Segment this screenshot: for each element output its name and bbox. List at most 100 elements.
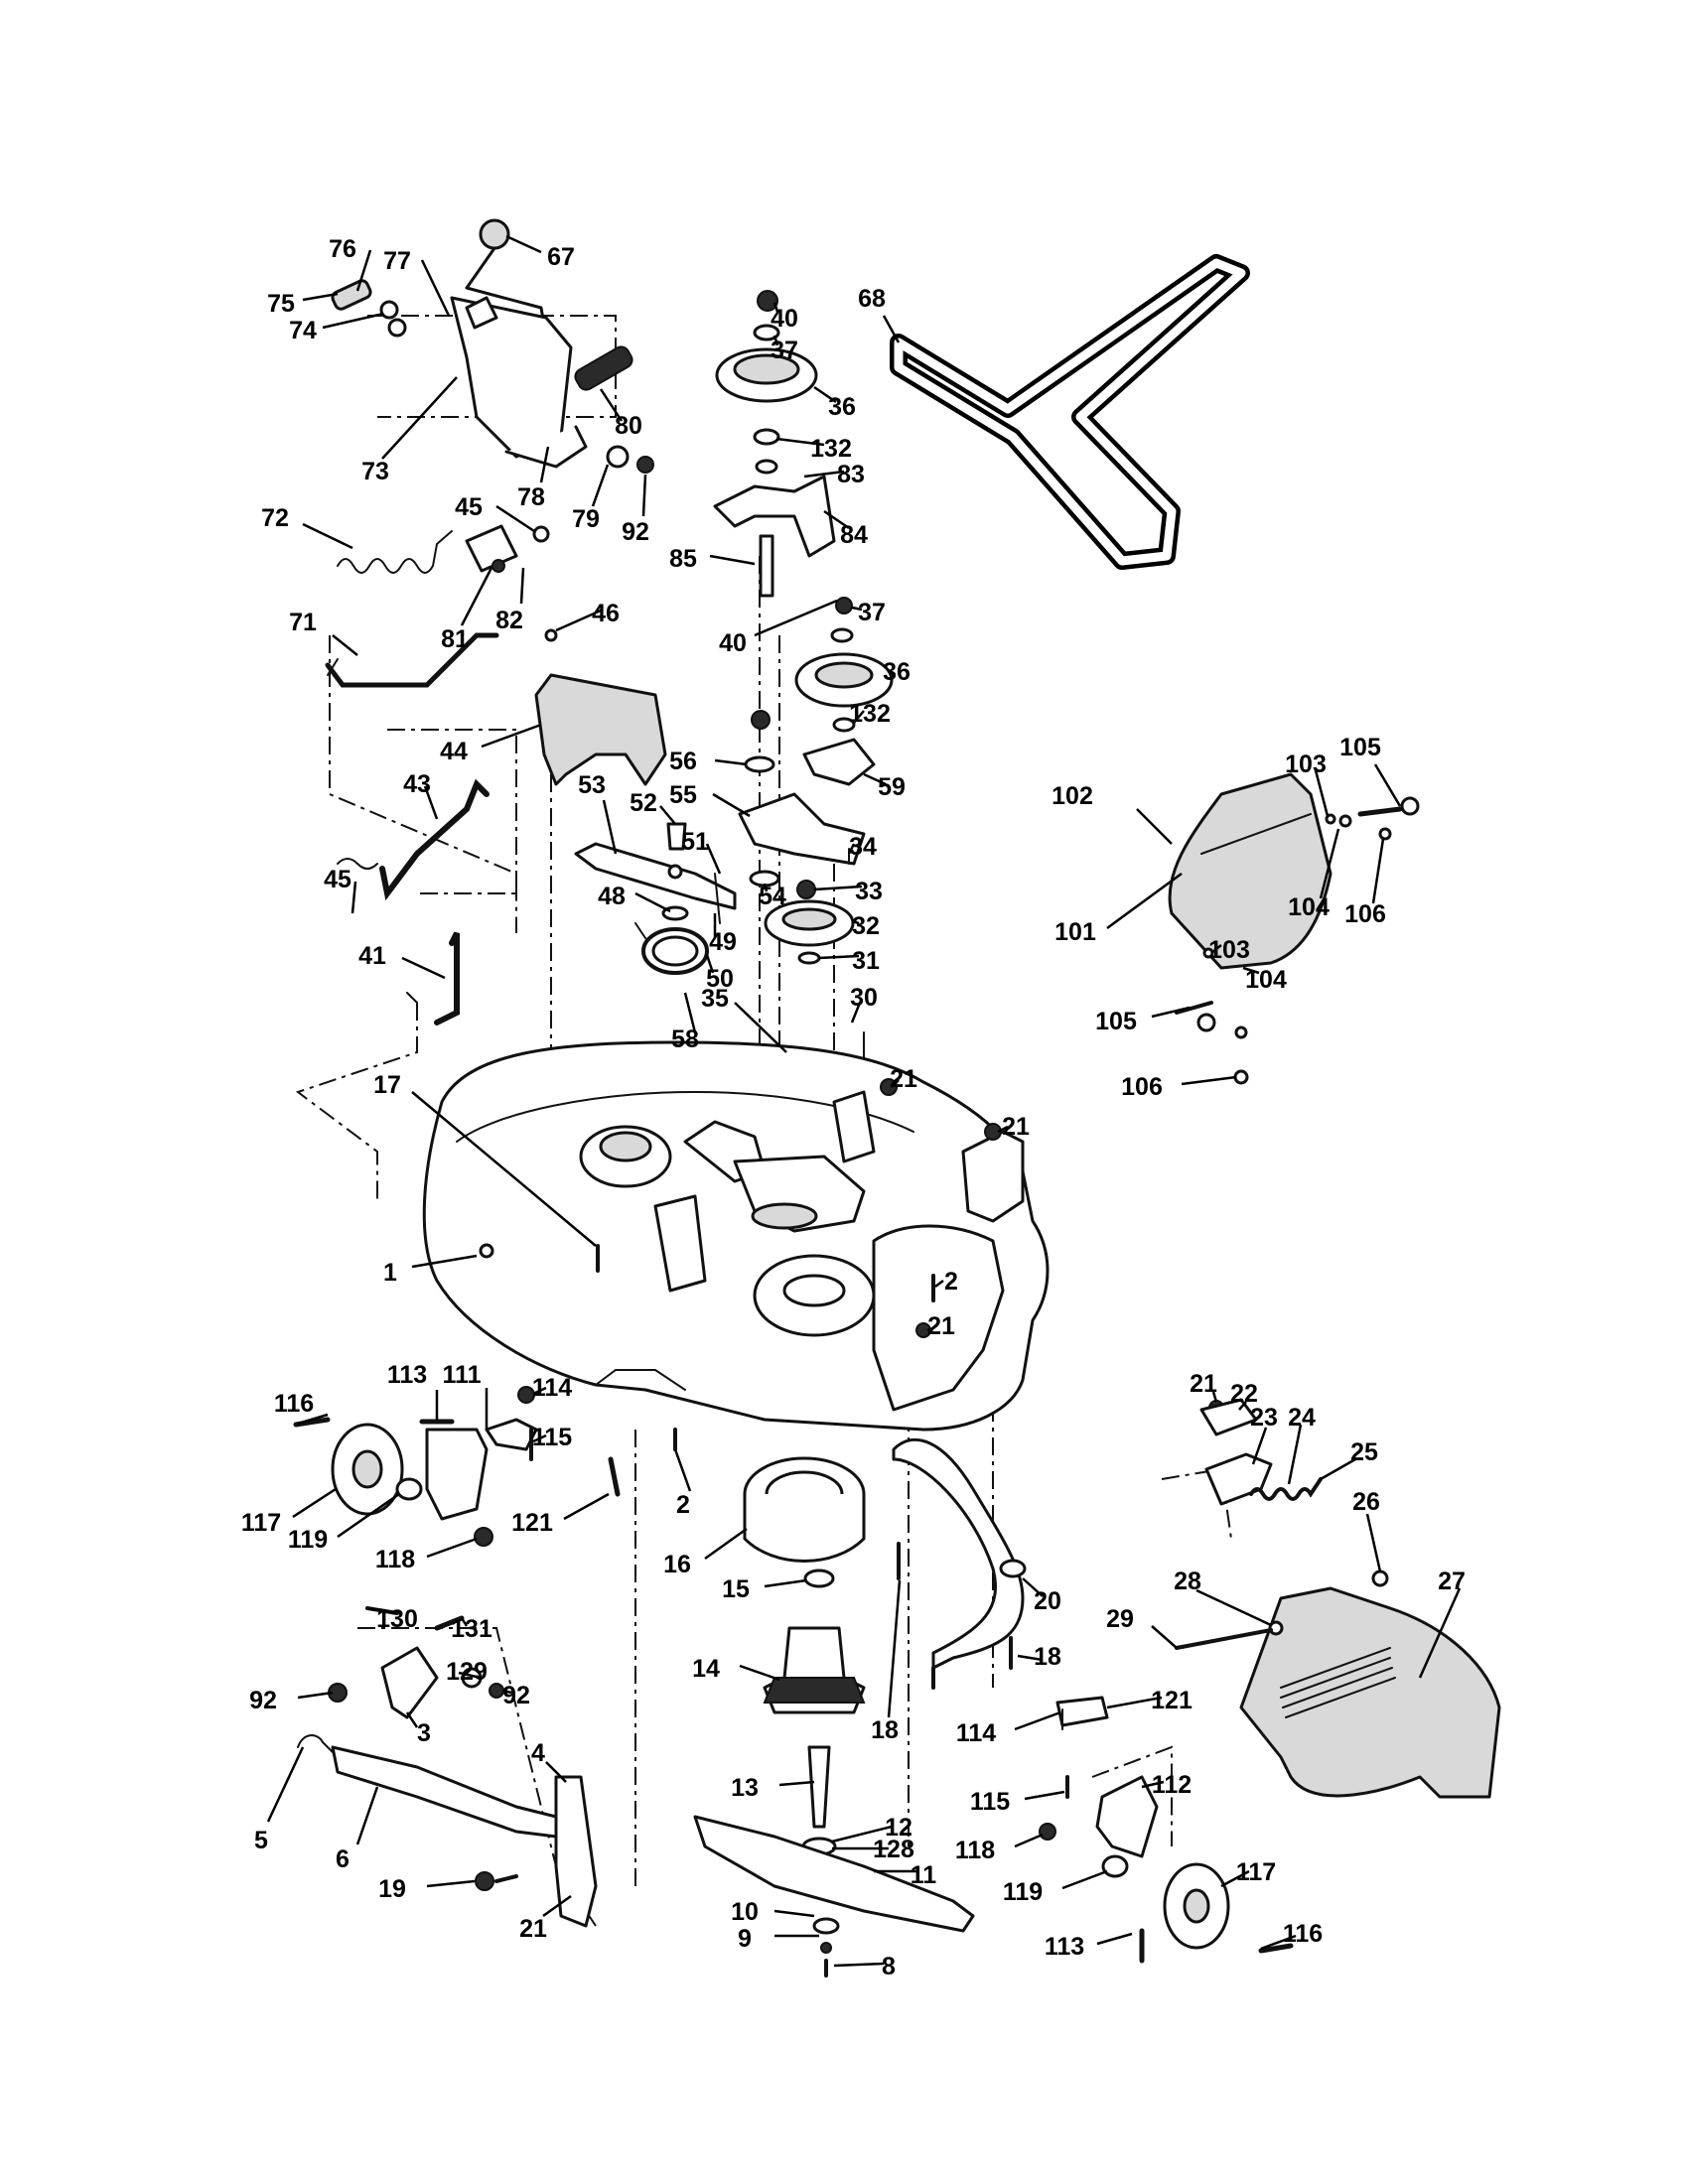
callout-18-bolt: 18 bbox=[871, 1716, 899, 1744]
leader-line-50 bbox=[705, 954, 715, 974]
leader-line-115 bbox=[532, 1433, 547, 1443]
leader-line-121 bbox=[563, 1492, 610, 1521]
callout-12-washer: 12 bbox=[885, 1814, 912, 1842]
callout-2-bolt: 2 bbox=[676, 1491, 690, 1519]
lift-lever-assembly bbox=[331, 218, 654, 474]
callout-17-bolt: 17 bbox=[373, 1071, 401, 1099]
leader-line-103 bbox=[1210, 944, 1222, 954]
leader-line-8 bbox=[833, 1962, 885, 1968]
leader-line-83 bbox=[803, 470, 845, 478]
callout-18-bolt: 18 bbox=[1034, 1643, 1061, 1671]
leader-line-4 bbox=[545, 1761, 567, 1783]
callout-115-bolt: 115 bbox=[532, 1424, 572, 1451]
callout-92-lock-nut: 92 bbox=[622, 518, 649, 546]
leader-line-106 bbox=[1371, 838, 1385, 904]
callout-21-lock-nut: 21 bbox=[890, 1065, 917, 1093]
leader-line-129 bbox=[458, 1671, 482, 1680]
callout-25-spring: 25 bbox=[1350, 1438, 1378, 1466]
leader-line-5 bbox=[266, 1746, 305, 1823]
callout-40-lock-nut: 40 bbox=[771, 305, 798, 333]
leader-line-75 bbox=[302, 292, 339, 302]
callout-5-hairpin-clip: 5 bbox=[254, 1827, 268, 1854]
callout-37-washer: 37 bbox=[771, 337, 798, 364]
leader-line-68 bbox=[882, 315, 901, 343]
leader-line-104 bbox=[1242, 966, 1260, 975]
callout-44-belt-guard: 44 bbox=[440, 738, 468, 765]
stabilizer-bracket bbox=[892, 1438, 1068, 1723]
lower-idler-stack bbox=[738, 597, 894, 887]
leader-line-41 bbox=[401, 956, 446, 980]
leader-line-24 bbox=[1287, 1424, 1303, 1485]
callout-131-bolt: 131 bbox=[451, 1615, 492, 1643]
callout-55-idler-arm: 55 bbox=[669, 781, 697, 809]
callout-50-torsion-spring: 50 bbox=[706, 965, 734, 993]
mower-belt bbox=[890, 254, 1250, 570]
mower-deck bbox=[422, 1040, 1050, 1432]
callout-119-washer: 119 bbox=[1003, 1878, 1043, 1906]
leader-line-3 bbox=[405, 1711, 419, 1728]
callout-22-bracket: 22 bbox=[1230, 1380, 1258, 1408]
callout-67-lift-lever-knob: 67 bbox=[547, 243, 575, 271]
leader-line-115 bbox=[1024, 1790, 1065, 1801]
callout-9-lock-washer: 9 bbox=[738, 1925, 752, 1953]
leader-line-104 bbox=[1319, 828, 1340, 899]
leader-line-15 bbox=[764, 1578, 807, 1588]
callout-85-bolt: 85 bbox=[669, 545, 697, 573]
leader-line-131 bbox=[460, 1617, 469, 1627]
leader-line-114 bbox=[1014, 1710, 1061, 1731]
callout-118-nut: 118 bbox=[955, 1837, 995, 1864]
callout-8-bolt: 8 bbox=[882, 1953, 896, 1980]
leader-line-116 bbox=[1260, 1934, 1297, 1951]
callout-21-lock-nut: 21 bbox=[1190, 1370, 1217, 1398]
leader-line-114 bbox=[532, 1386, 547, 1396]
callout-2-bolt: 2 bbox=[944, 1268, 958, 1296]
callout-58-spring: 58 bbox=[671, 1025, 699, 1053]
leader-line-36 bbox=[889, 669, 894, 676]
leader-line-52 bbox=[659, 805, 676, 825]
spring-and-rods bbox=[325, 524, 550, 688]
callout-79-spring-washer: 79 bbox=[572, 505, 600, 533]
callout-104-spring: 104 bbox=[1245, 966, 1287, 994]
callout-71-lift-rod: 71 bbox=[289, 609, 317, 636]
callout-83-washer: 83 bbox=[837, 461, 865, 488]
callout-20-stabilizer-bracket: 20 bbox=[1034, 1587, 1061, 1615]
leader-line-10 bbox=[773, 1909, 815, 1918]
leader-line-78 bbox=[539, 446, 550, 483]
leader-line-132 bbox=[775, 437, 825, 447]
leader-line-29 bbox=[1151, 1625, 1178, 1649]
leader-line-73 bbox=[381, 376, 458, 460]
callout-10-washer: 10 bbox=[731, 1898, 759, 1926]
callout-56-washer: 56 bbox=[669, 748, 697, 775]
leader-line-84 bbox=[823, 509, 850, 530]
leader-line-132 bbox=[853, 710, 865, 724]
callout-78-lever-plate: 78 bbox=[517, 483, 545, 511]
leader-line-59 bbox=[863, 772, 887, 786]
callout-6-front-link: 6 bbox=[336, 1845, 350, 1873]
callout-72-extension-spring: 72 bbox=[261, 504, 289, 532]
callout-92-lock-nut: 92 bbox=[249, 1687, 277, 1714]
callout-114-nut: 114 bbox=[956, 1719, 996, 1747]
callout-15-bearing: 15 bbox=[722, 1575, 750, 1603]
leader-line-130 bbox=[368, 1606, 396, 1615]
callout-21-lock-nut: 21 bbox=[927, 1312, 955, 1340]
leader-line-55 bbox=[712, 792, 751, 818]
callout-48-washer: 48 bbox=[598, 883, 626, 910]
callout-118-nut: 118 bbox=[375, 1546, 415, 1573]
callout-53-idler-bracket: 53 bbox=[578, 771, 606, 799]
callout-1-mower-deck: 1 bbox=[383, 1259, 397, 1287]
leader-line-102 bbox=[1136, 808, 1173, 845]
leader-line-40 bbox=[772, 302, 779, 313]
leader-line-53 bbox=[602, 799, 618, 855]
callout-54-washer: 54 bbox=[759, 883, 786, 910]
front-link-and-rod bbox=[337, 778, 490, 1025]
callout-82-link-bracket: 82 bbox=[495, 607, 523, 634]
leader-line-43 bbox=[423, 785, 439, 820]
leader-line-27 bbox=[1418, 1587, 1462, 1679]
callout-104-spring: 104 bbox=[1288, 893, 1330, 921]
leader-line-21 bbox=[926, 1326, 934, 1332]
leader-line-40 bbox=[754, 599, 838, 637]
callout-41-hanger-rod: 41 bbox=[358, 942, 386, 970]
leader-line-105 bbox=[1373, 763, 1402, 807]
leader-line-92 bbox=[641, 474, 647, 517]
